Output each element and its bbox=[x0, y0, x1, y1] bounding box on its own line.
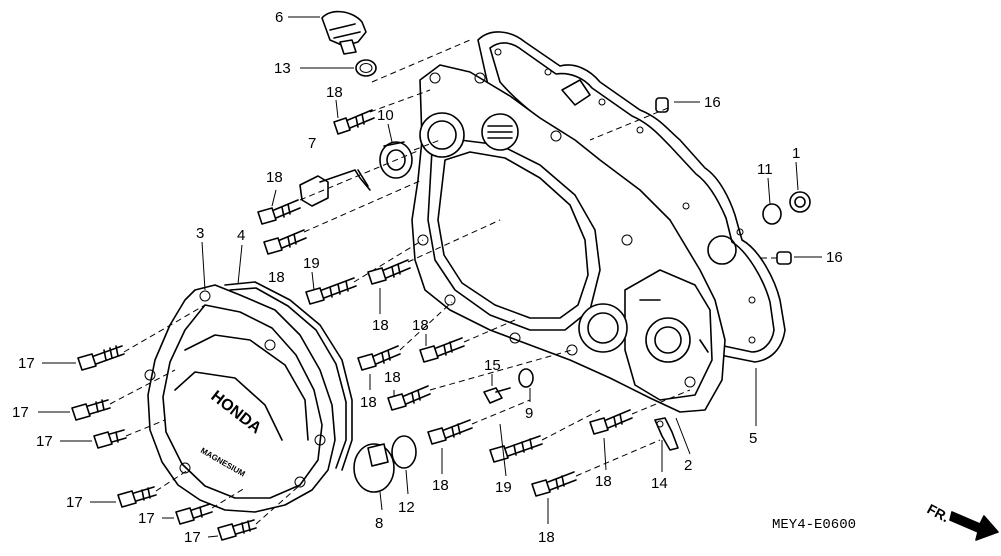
bolt-set bbox=[71, 109, 633, 541]
clamp-14 bbox=[654, 417, 679, 451]
callout-14: 14 bbox=[651, 475, 668, 492]
callout-11: 11 bbox=[757, 161, 773, 178]
leader-lines bbox=[38, 16, 822, 538]
flange-bolt bbox=[77, 345, 125, 371]
callout-18-a: 18 bbox=[326, 84, 343, 101]
callout-9: 9 bbox=[525, 405, 533, 422]
callout-5: 5 bbox=[749, 430, 757, 447]
flange-bolt bbox=[367, 259, 411, 285]
callout-17-f: 17 bbox=[184, 529, 201, 546]
oil-filler-cap-6 bbox=[321, 10, 367, 55]
flange-bolt bbox=[257, 199, 301, 225]
flange-bolt bbox=[263, 229, 307, 255]
callout-3: 3 bbox=[196, 225, 204, 242]
flange-bolt bbox=[175, 503, 213, 525]
callout-17-d: 17 bbox=[66, 494, 83, 511]
washer-9 bbox=[518, 368, 534, 388]
callout-19-a: 19 bbox=[303, 255, 320, 272]
callout-18-d: 18 bbox=[372, 317, 389, 334]
ignition-cover-3: HONDA MAGNESIUM bbox=[144, 284, 336, 513]
callout-18-b: 18 bbox=[266, 169, 283, 186]
callout-17-c: 17 bbox=[36, 433, 53, 450]
o-ring-13 bbox=[355, 59, 377, 77]
callout-18-f: 18 bbox=[384, 369, 401, 386]
plug-8 bbox=[353, 443, 395, 493]
callout-10: 10 bbox=[377, 107, 394, 124]
callout-2: 2 bbox=[684, 457, 692, 474]
hose-guide-7 bbox=[299, 169, 371, 207]
flange-bolt bbox=[387, 385, 431, 411]
flange-bolt bbox=[531, 471, 577, 497]
drawing-code: MEY4-E0600 bbox=[772, 517, 856, 533]
flange-bolt bbox=[427, 419, 473, 445]
callout-13: 13 bbox=[274, 60, 291, 77]
flange-bolt bbox=[419, 337, 465, 363]
flange-bolt bbox=[117, 486, 157, 508]
callout-4: 4 bbox=[237, 227, 245, 244]
front-marker-text: FR. bbox=[925, 501, 952, 526]
flange-bolt bbox=[71, 399, 111, 421]
callout-18-c: 18 bbox=[268, 269, 285, 286]
callout-12: 12 bbox=[398, 499, 415, 516]
front-direction-marker: FR. bbox=[925, 501, 999, 541]
flange-bolt bbox=[93, 429, 127, 449]
washer-11 bbox=[762, 203, 782, 225]
callout-18-g: 18 bbox=[360, 394, 377, 411]
flange-bolt bbox=[489, 435, 543, 463]
callout-16-top: 16 bbox=[704, 94, 721, 111]
alignment-lines bbox=[109, 39, 777, 525]
clutch-cover-2 bbox=[411, 64, 726, 413]
callout-16-right: 16 bbox=[826, 249, 843, 266]
dowel-pin-16-top bbox=[655, 97, 669, 113]
callout-18-h: 18 bbox=[432, 477, 449, 494]
callout-17-b: 17 bbox=[12, 404, 29, 421]
flange-bolt bbox=[333, 109, 375, 135]
callout-17-a: 17 bbox=[18, 355, 35, 372]
flange-bolt bbox=[305, 277, 357, 305]
callout-7: 7 bbox=[308, 135, 316, 152]
callout-18-e: 18 bbox=[412, 317, 429, 334]
bolt-15 bbox=[483, 387, 511, 404]
callout-8: 8 bbox=[375, 515, 383, 532]
callout-labels: 1 2 3 4 5 6 7 8 9 10 11 12 13 14 15 16 1… bbox=[12, 9, 843, 546]
dowel-pin-16-right bbox=[776, 251, 792, 265]
callout-1: 1 bbox=[792, 145, 800, 162]
callout-15: 15 bbox=[484, 357, 501, 374]
callout-17-e: 17 bbox=[138, 510, 155, 527]
o-ring-12 bbox=[391, 435, 417, 469]
callout-6: 6 bbox=[275, 9, 283, 26]
callout-19-b: 19 bbox=[495, 479, 512, 496]
callout-18-j: 18 bbox=[538, 529, 555, 546]
flange-bolt bbox=[357, 345, 401, 371]
ignition-gasket-4 bbox=[224, 281, 353, 471]
flange-bolt bbox=[217, 519, 257, 541]
flange-bolt bbox=[589, 409, 633, 435]
callout-18-i: 18 bbox=[595, 473, 612, 490]
collar-1 bbox=[789, 191, 811, 213]
